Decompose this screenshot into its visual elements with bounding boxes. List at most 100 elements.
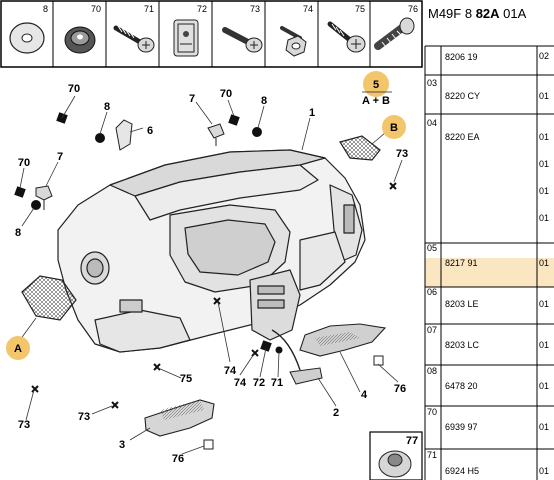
strip-label-71: 71 (144, 4, 154, 14)
strip-label-73: 73 (250, 4, 260, 14)
callout-6: 6 (147, 125, 153, 137)
strip-label-76: 76 (408, 4, 418, 14)
table-ref-6939-97[interactable]: 6939 97 (445, 422, 478, 432)
clip-part-6 (115, 119, 133, 151)
left-air-vent-inner (86, 258, 104, 278)
callout-72: 72 (253, 377, 265, 389)
left-speaker-grille (21, 275, 77, 321)
lower-switch-panel (119, 299, 143, 313)
table-qty-extra-2: 01 (539, 186, 549, 196)
fastener-7-left (35, 185, 53, 210)
callout-71: 71 (271, 377, 283, 389)
right-air-vent (343, 204, 355, 234)
table-qty-extra-1: 01 (539, 159, 549, 169)
right-speaker-grille (339, 135, 381, 161)
table-qty-highlight (537, 258, 554, 287)
callout-74-lower: 74 (234, 377, 247, 389)
fastener-7-right (207, 123, 225, 146)
part-77-inset (369, 431, 423, 480)
callout-2: 2 (333, 407, 339, 419)
callout-70-left: 70 (68, 83, 80, 95)
table-ref-8217-91[interactable]: 8217 91 (445, 258, 478, 268)
cross-markers (31, 182, 397, 409)
callout-75: 75 (180, 373, 192, 385)
table-qty-02: 02 (539, 51, 549, 61)
callout-3: 3 (119, 439, 125, 451)
table-qty-04: 01 (539, 132, 549, 142)
table-row-highlight (425, 258, 537, 287)
callout-73-right: 73 (396, 148, 408, 160)
empty-square-markers (203, 355, 384, 450)
flange-nut-part-icon (280, 26, 307, 57)
table-qty-08: 01 (539, 381, 549, 391)
callout-76-right: 76 (394, 383, 406, 395)
dashboard-assembly (57, 149, 366, 353)
side-bracket-texture (315, 332, 360, 346)
table-index-07: 07 (427, 325, 437, 335)
center-radio-slot (257, 299, 285, 309)
support-strap (289, 367, 323, 385)
lower-cover-texture (160, 400, 204, 420)
table-index-70: 70 (427, 407, 437, 417)
callout-8-top-left: 8 (104, 101, 110, 113)
leader-lines (19, 80, 403, 455)
diagram-code: M49F 8 82A 01A (428, 6, 527, 21)
wood-screw-part-icon (327, 21, 366, 53)
callout-b: B (390, 122, 398, 134)
strip-label-72: 72 (197, 4, 207, 14)
callout-74-center: 74 (224, 365, 237, 377)
table-qty-03: 01 (539, 91, 549, 101)
table-ref-6924-h5[interactable]: 6924 H5 (445, 466, 479, 476)
strip-dividers (52, 1, 371, 67)
table-ref-8203-le[interactable]: 8203 LE (445, 299, 479, 309)
callout-5: 5 (373, 79, 379, 91)
callout-70-far-left: 70 (18, 157, 30, 169)
table-ref-8206-19[interactable]: 8206 19 (445, 52, 478, 62)
parts-strip: 8 70 71 72 73 74 75 76 (0, 0, 423, 68)
diagram-code-bold: 82A (476, 6, 500, 21)
callout-76-bottom: 76 (172, 453, 184, 465)
clip-nut-part-icon (64, 26, 96, 54)
callout-73-far-left: 73 (18, 419, 30, 431)
table-index-03: 03 (427, 78, 437, 88)
parts-table: 02 8206 19 03 8220 CY 01 04 8220 EA 01 0… (424, 45, 554, 480)
callout-7-right: 7 (189, 93, 195, 105)
spring-clip-part-icon (173, 19, 199, 57)
callout-73-bottom: 73 (78, 411, 90, 423)
table-index-04: 04 (427, 118, 437, 128)
push-rivet-part-icon (374, 17, 415, 50)
strip-label-8: 8 (43, 4, 48, 14)
callout-8-right: 8 (261, 95, 267, 107)
table-qty-05: 01 (539, 258, 549, 268)
table-qty-70: 01 (539, 422, 549, 432)
callout-b-badge (382, 115, 406, 139)
diagram-code-prefix: M49F 8 (428, 6, 476, 21)
table-qty-71: 01 (539, 466, 549, 476)
table-ref-8220-cy[interactable]: 8220 CY (445, 91, 480, 101)
table-index-06: 06 (427, 287, 437, 297)
table-ref-6478-20[interactable]: 6478 20 (445, 381, 478, 391)
callout-77: 77 (406, 435, 418, 447)
table-ref-8220-ea[interactable]: 8220 EA (445, 132, 480, 142)
table-qty-06: 01 (539, 299, 549, 309)
table-index-05: 05 (427, 243, 437, 253)
table-index-71: 71 (427, 450, 437, 460)
diagram-code-suffix: 01A (500, 6, 527, 21)
callout-a: A (14, 343, 22, 355)
callout-4: 4 (361, 389, 368, 401)
table-ref-8203-lc[interactable]: 8203 LC (445, 340, 480, 350)
table-qty-07: 01 (539, 340, 549, 350)
glovebox-area (299, 231, 346, 291)
support-rod (271, 329, 301, 371)
washer-part-icon (9, 22, 45, 54)
strip-label-70: 70 (91, 4, 101, 14)
callout-labels: 5 A + B B A 70 8 6 70 7 8 7 70 8 1 73 75… (14, 79, 418, 465)
strip-label-74: 74 (303, 4, 313, 14)
callout-7-left: 7 (57, 151, 63, 163)
bolt-part-icon (222, 27, 263, 53)
instrument-recess (184, 219, 276, 276)
callout-5-sub: A + B (362, 95, 390, 107)
table-index-08: 08 (427, 366, 437, 376)
callout-a-badge (6, 336, 30, 360)
